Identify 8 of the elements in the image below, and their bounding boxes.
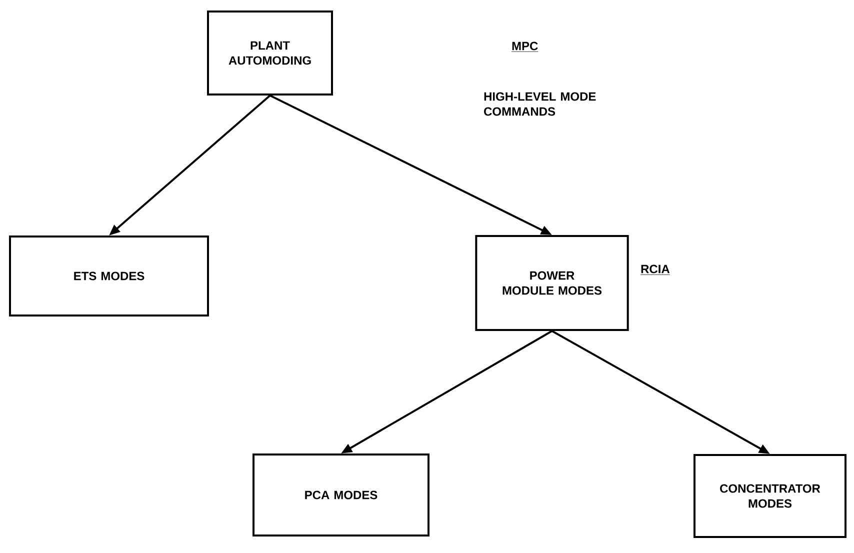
note-text: HIGH-LEVEL MODE COMMANDS bbox=[484, 92, 596, 116]
mode-box: POWER MODULE MODES bbox=[475, 235, 629, 331]
level-label: RCIA bbox=[640, 264, 670, 275]
mode-box: PLANT AUTOMODING bbox=[207, 10, 333, 96]
level-label: MPC bbox=[511, 42, 538, 52]
mode-box: PCA MODES bbox=[252, 454, 430, 536]
mode-box: CONCENTRATOR MODES bbox=[694, 454, 846, 538]
mode-box: ETS MODES bbox=[9, 236, 209, 316]
